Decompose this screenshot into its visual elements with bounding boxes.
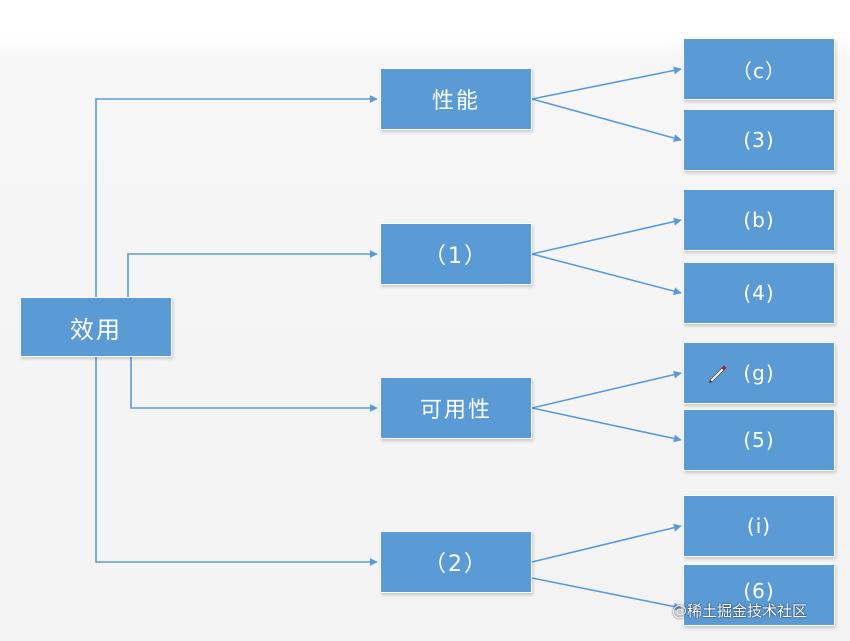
connector-branch-2-to-leaf-6 [531,577,682,611]
pen-icon [709,365,727,383]
root-node: 效用 [20,297,172,357]
branch-node-label: （2） [424,552,488,577]
leaf-node-label: (4) [743,281,775,305]
root-node-label: 效用 [70,315,122,344]
branch-node-label: （1） [424,244,488,269]
connector-branch-2-to-leaf-i [531,523,682,563]
connector-root-to-branch-2 [95,357,378,566]
leaf-node-label: (3) [743,128,775,152]
connector-availability-to-leaf-5 [531,407,682,443]
leaf-node-g: (g) [683,342,835,404]
leaf-node-c: （c） [683,38,835,100]
leaf-node-6: (6) [683,564,835,626]
leaf-node-label: (6) [743,579,775,603]
branch-node-1: （1） [380,223,532,285]
leaf-node-i: (i) [683,495,835,557]
connector-root-to-availability [130,357,378,412]
leaf-node-5: (5) [683,409,835,471]
leaf-node-label: (g) [743,361,775,385]
connector-performance-to-leaf-c [531,66,682,100]
connector-availability-to-leaf-g [531,370,682,409]
leaf-node-4: (4) [683,262,835,324]
branch-node-label: 可用性 [419,398,492,423]
leaf-node-3: (3) [683,109,835,171]
branch-node-performance: 性能 [380,68,532,130]
watermark-text: @稀土掘金技术社区 [672,602,808,620]
connector-branch-1-to-leaf-b [531,217,682,255]
leaf-node-label: (5) [743,428,775,452]
branch-node-label: 性能 [431,89,480,114]
branch-node-availability: 可用性 [380,377,532,439]
leaf-node-label: (b) [743,208,775,232]
leaf-node-label: (i) [746,514,772,538]
connector-branch-1-to-leaf-4 [531,253,682,296]
connector-root-to-branch-1 [127,250,378,297]
leaf-node-label: （c） [732,58,786,83]
branch-node-2: （2） [380,531,532,593]
connector-performance-to-leaf-3 [531,98,682,142]
connector-root-to-performance [95,95,378,297]
leaf-node-b: (b) [683,189,835,251]
